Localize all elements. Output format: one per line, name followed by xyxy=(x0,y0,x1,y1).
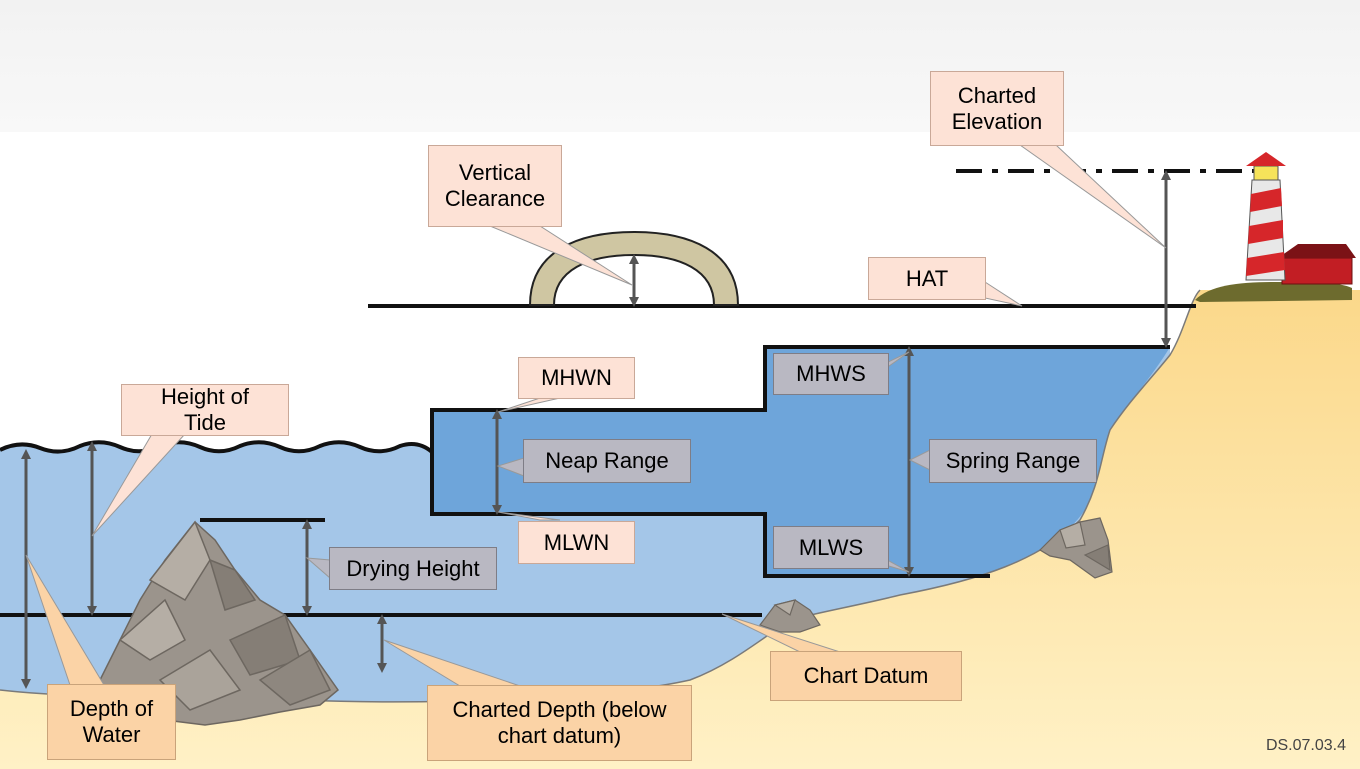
diagram-code: DS.07.03.4 xyxy=(1265,737,1346,754)
mlws-label: MLWS xyxy=(773,526,889,569)
charted-elevation-label: Charted Elevation xyxy=(930,71,1064,146)
sky-band xyxy=(0,0,1360,132)
sea-surface-wave xyxy=(0,440,434,454)
mlwn-label: MLWN xyxy=(518,521,635,564)
neap-range-label: Neap Range xyxy=(523,439,691,483)
drying-height-label: Drying Height xyxy=(329,547,497,590)
spring-range-label: Spring Range xyxy=(929,439,1097,483)
measurement-arrows xyxy=(21,170,1171,689)
vertical-clearance-label: Vertical Clearance xyxy=(428,145,562,227)
rock-pinnacle xyxy=(94,520,340,726)
bridge-arch xyxy=(528,230,740,306)
small-rocks-center xyxy=(759,599,821,633)
tide-range-band xyxy=(432,347,1170,576)
hat-label: HAT xyxy=(868,257,986,300)
seabed-sand xyxy=(0,290,1360,769)
callout-pointers xyxy=(25,144,1167,687)
depth-of-water-label: Depth of Water xyxy=(47,684,176,760)
height-of-tide-label: Height of Tide xyxy=(121,384,289,436)
charted-depth-label: Charted Depth (below chart datum) xyxy=(427,685,692,761)
lighthouse xyxy=(1195,152,1356,302)
mhws-label: MHWS xyxy=(773,353,889,395)
tide-levels-lower-line xyxy=(430,410,990,578)
mhwn-label: MHWN xyxy=(518,357,635,399)
small-rocks-shore xyxy=(1039,517,1113,579)
chart-datum-label: Chart Datum xyxy=(770,651,962,701)
